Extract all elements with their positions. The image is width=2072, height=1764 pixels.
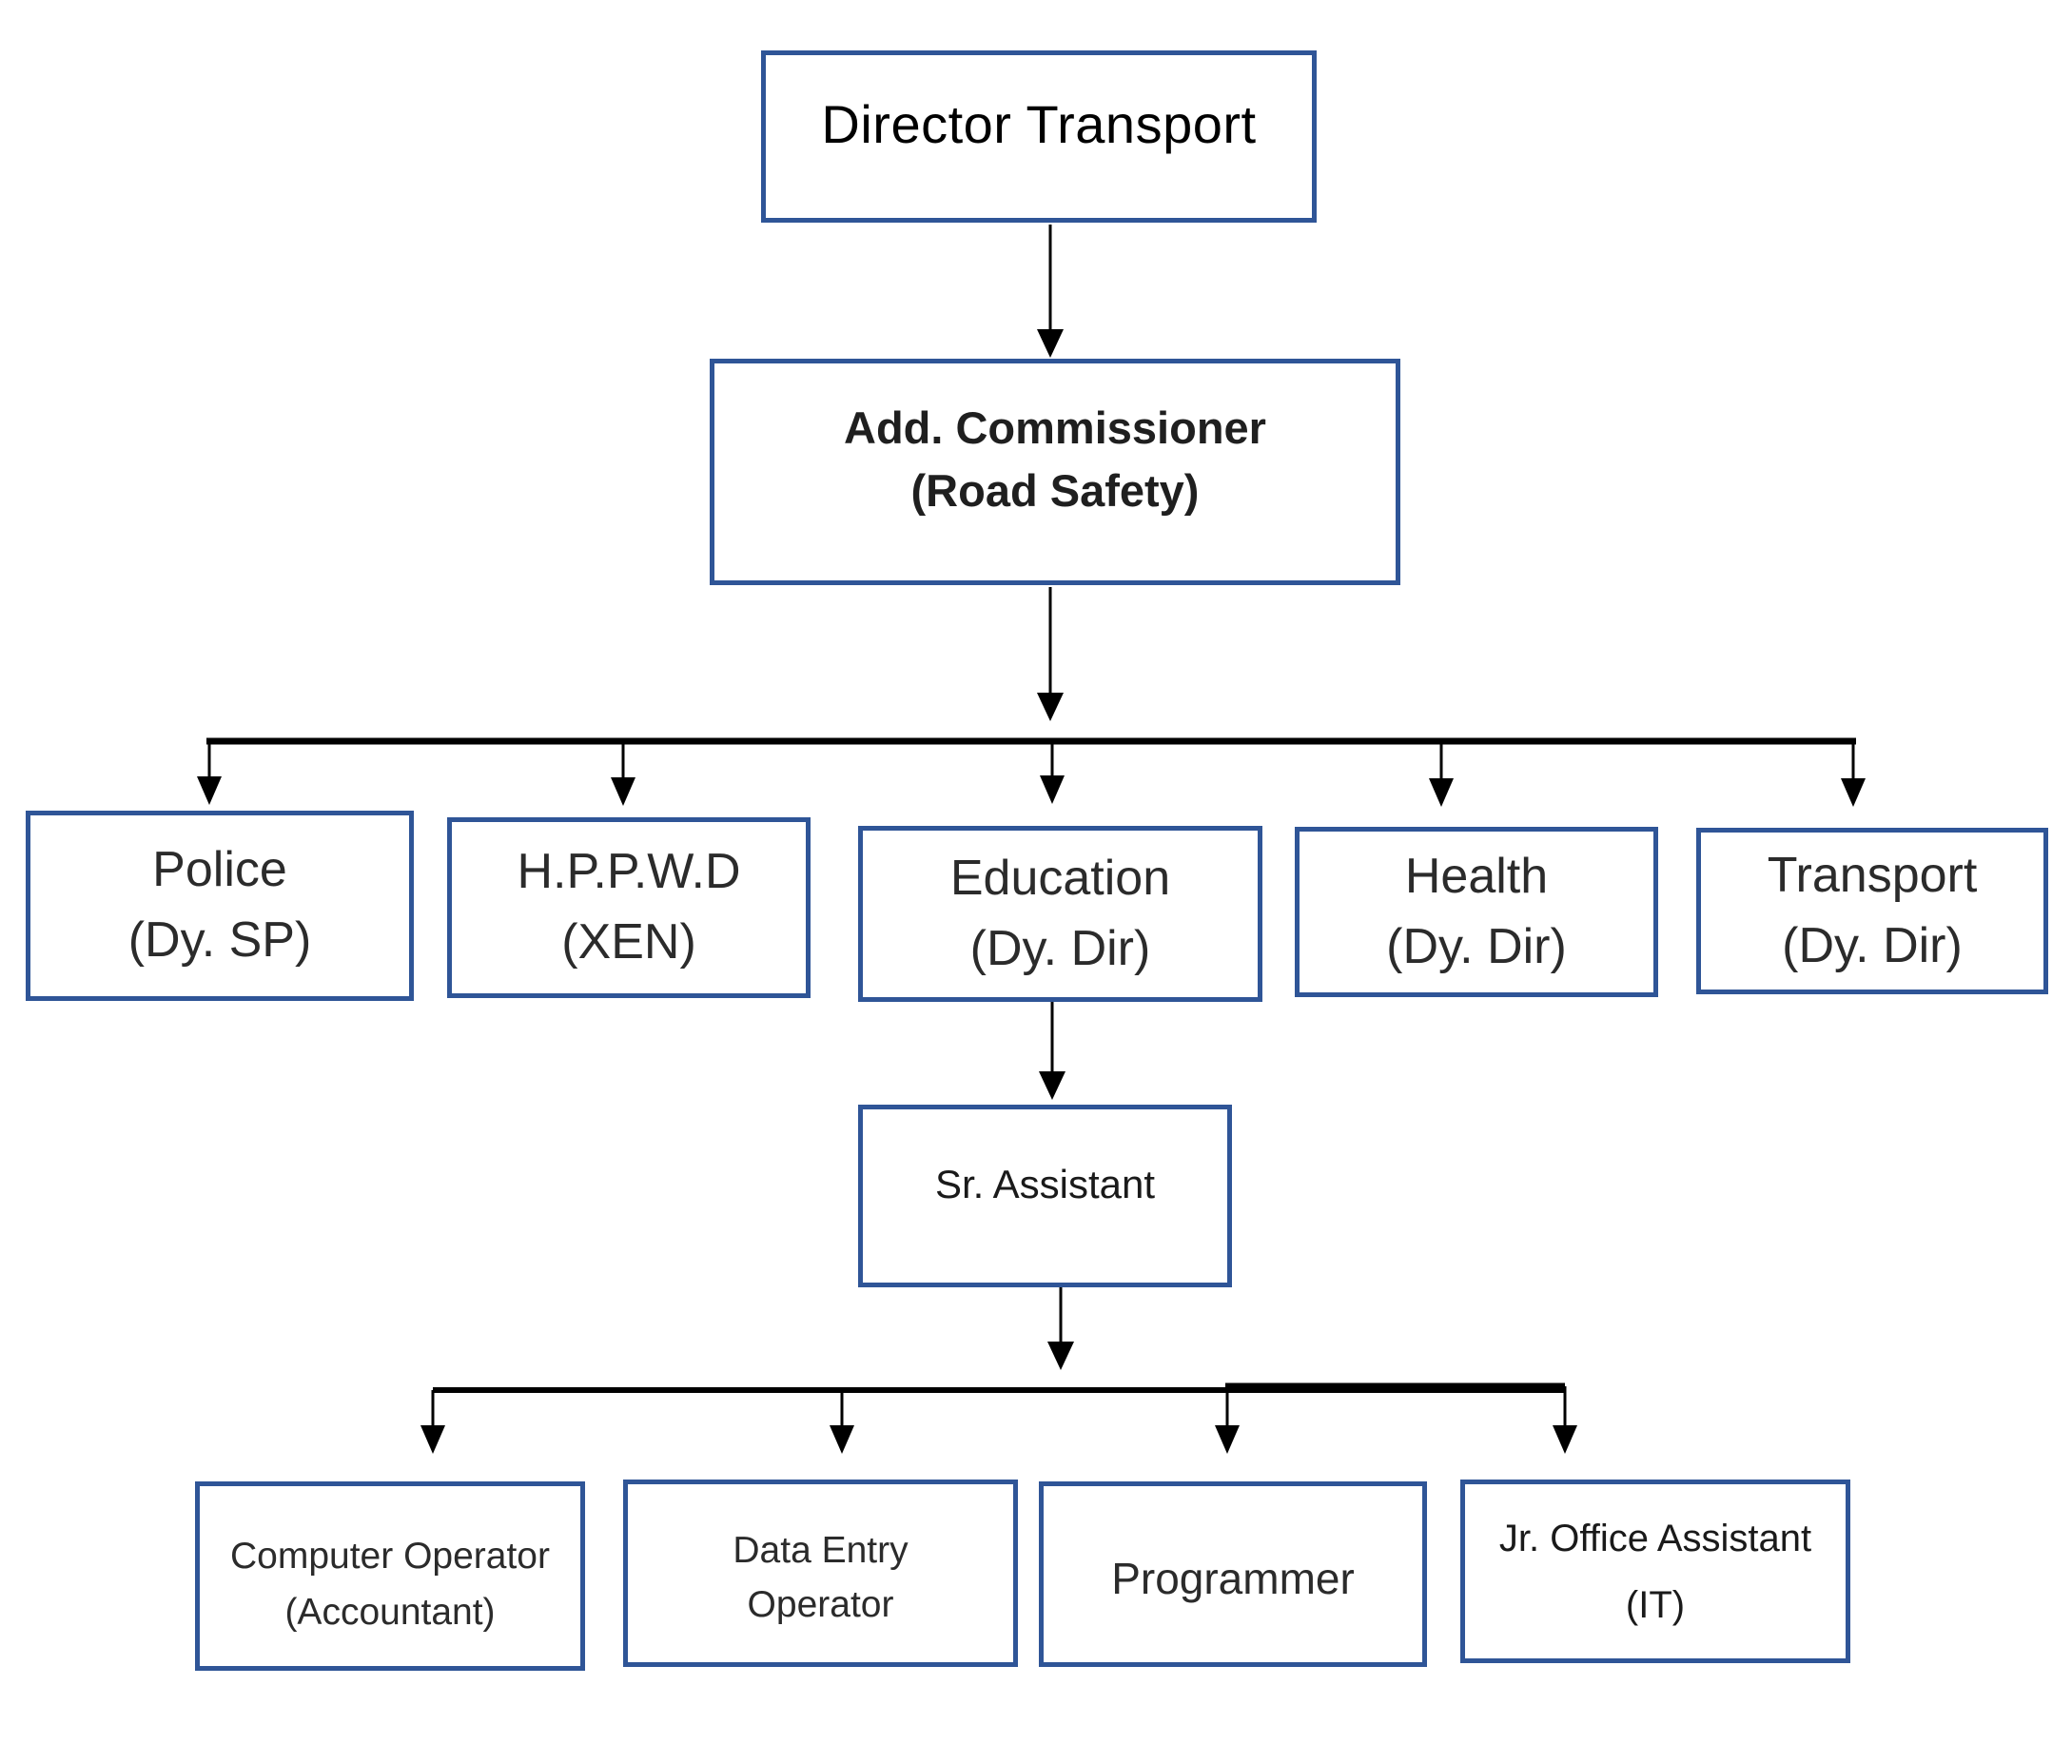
node-label: Health	[1404, 848, 1549, 904]
node-label: Education	[949, 850, 1171, 906]
node-label: Director Transport	[821, 93, 1257, 154]
node-hppwd-xen: H.P.P.W.D (XEN)	[447, 817, 811, 998]
node-sublabel: (Dy. SP)	[127, 912, 312, 968]
connector-rail-police	[197, 741, 222, 805]
connector-rail-health	[1429, 741, 1454, 807]
connector-sr-assistant-rail	[1047, 1287, 1074, 1370]
node-sublabel: (XEN)	[561, 914, 696, 970]
node-sublabel: (Dy. Dir)	[1386, 918, 1567, 974]
node-label: Transport	[1767, 847, 1978, 903]
node-label: Computer Operator	[230, 1536, 550, 1577]
node-sublabel: (Road Safety)	[910, 465, 1200, 516]
node-computer-operator-accountant: Computer Operator (Accountant)	[195, 1481, 585, 1671]
node-label: Data Entry	[733, 1529, 909, 1571]
node-director-transport: Director Transport	[761, 50, 1317, 223]
node-label: Jr. Office Assistant	[1498, 1517, 1812, 1559]
connector-education-sr-assistant	[1039, 1002, 1065, 1100]
connector-rail-hppwd	[611, 741, 635, 806]
node-sublabel: (Dy. Dir)	[969, 920, 1151, 976]
connector-commissioner-rail	[1037, 587, 1064, 721]
connector-rail-jr-office	[1553, 1386, 1577, 1454]
connector-rail-education	[1040, 741, 1065, 804]
node-sublabel: (Accountant)	[284, 1591, 496, 1633]
node-add-commissioner-road-safety: Add. Commissioner (Road Safety)	[710, 359, 1400, 585]
node-health-dy-dir: Health (Dy. Dir)	[1295, 827, 1658, 997]
node-label: Add. Commissioner	[844, 402, 1266, 454]
node-education-dy-dir: Education (Dy. Dir)	[858, 826, 1262, 1002]
node-programmer: Programmer	[1039, 1481, 1427, 1667]
connector-rail-programmer	[1215, 1386, 1240, 1454]
node-sublabel: (Dy. Dir)	[1782, 917, 1963, 973]
node-jr-office-assistant-it: Jr. Office Assistant (IT)	[1460, 1480, 1850, 1663]
node-label: H.P.P.W.D	[517, 844, 741, 900]
node-sr-assistant: Sr. Assistant	[858, 1105, 1232, 1287]
node-label: Police	[152, 842, 287, 898]
node-label: Programmer	[1111, 1553, 1355, 1603]
rail-level5	[433, 1382, 1565, 1393]
connector-rail-transport	[1841, 741, 1866, 807]
node-transport-dy-dir: Transport (Dy. Dir)	[1696, 828, 2048, 994]
node-label: Sr. Assistant	[934, 1162, 1156, 1207]
connector-director-commissioner	[1037, 225, 1064, 358]
connector-rail-computer-operator	[420, 1390, 445, 1454]
node-police-dy-sp: Police (Dy. SP)	[26, 811, 414, 1001]
node-sublabel: (IT)	[1625, 1583, 1686, 1626]
node-data-entry-operator: Data Entry Operator	[623, 1480, 1018, 1667]
connector-rail-data-entry	[830, 1390, 854, 1454]
node-sublabel: Operator	[747, 1583, 894, 1625]
